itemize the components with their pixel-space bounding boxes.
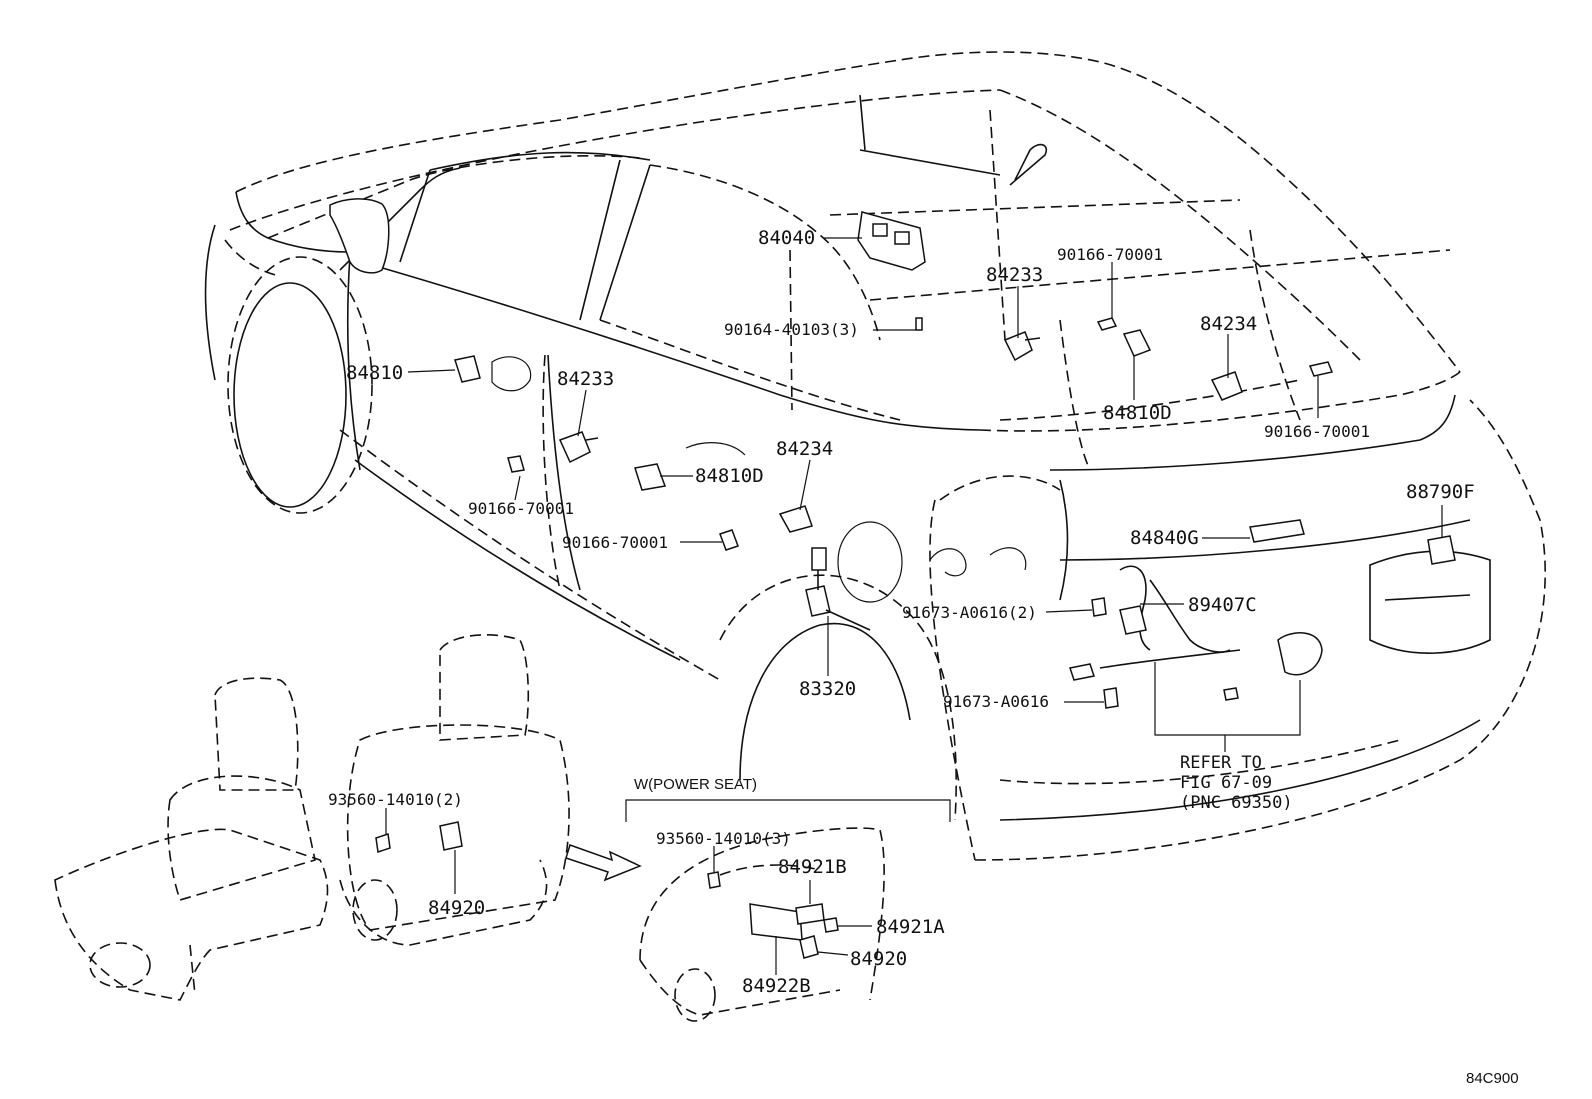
part-label-84922b[interactable]: 84922B xyxy=(742,975,811,997)
part-label-84233-door[interactable]: 84233 xyxy=(557,368,615,390)
leader-lines xyxy=(385,237,1443,975)
part-label-83320[interactable]: 83320 xyxy=(799,678,857,700)
part-label-84234-right[interactable]: 84234 xyxy=(1200,313,1258,335)
power-seat-caption: W(POWER SEAT) xyxy=(634,776,758,793)
car-body xyxy=(204,51,1547,861)
part-label-90166-70001-right[interactable]: 90166-70001 xyxy=(1264,422,1370,441)
refer-note-line-3: (PNC 69350) xyxy=(1180,793,1293,813)
part-label-84810d-right[interactable]: 84810D xyxy=(1103,402,1172,424)
part-label-84234-door[interactable]: 84234 xyxy=(776,438,834,460)
part-label-84921a[interactable]: 84921A xyxy=(876,916,945,938)
part-label-84040[interactable]: 84040 xyxy=(758,227,816,249)
part-label-93560-14010-2[interactable]: 93560-14010(2) xyxy=(328,790,463,809)
part-label-84233-top[interactable]: 84233 xyxy=(986,264,1044,286)
part-label-90164-40103[interactable]: 90164-40103(3) xyxy=(724,320,859,339)
refer-note-line-1: REFER TO xyxy=(1180,753,1262,773)
part-label-84810[interactable]: 84810 xyxy=(346,362,404,384)
part-label-90166-70001-left[interactable]: 90166-70001 xyxy=(468,499,574,518)
part-label-93560-14010-3[interactable]: 93560-14010(3) xyxy=(656,829,791,848)
part-label-84921b[interactable]: 84921B xyxy=(778,856,847,878)
part-label-84920-seat[interactable]: 84920 xyxy=(428,897,486,919)
part-label-91673-a0616-2[interactable]: 91673-A0616(2) xyxy=(902,603,1037,622)
direction-arrow xyxy=(565,844,642,882)
part-label-90166-70001-top[interactable]: 90166-70001 xyxy=(1057,245,1163,264)
part-label-84920-inset[interactable]: 84920 xyxy=(850,948,908,970)
parts xyxy=(375,211,1456,959)
part-label-89407c[interactable]: 89407C xyxy=(1188,594,1257,616)
power-seat-bracket xyxy=(625,799,951,822)
part-label-88790f[interactable]: 88790F xyxy=(1406,481,1475,503)
figure-code: 84C900 xyxy=(1466,1070,1519,1087)
part-label-84810d-door[interactable]: 84810D xyxy=(695,465,764,487)
part-label-91673-a0616[interactable]: 91673-A0616 xyxy=(943,692,1049,711)
refer-note-line-2: FIG 67-09 xyxy=(1180,773,1273,793)
seats xyxy=(54,634,885,1022)
part-label-84840g[interactable]: 84840G xyxy=(1130,527,1199,549)
part-label-90166-70001-mid[interactable]: 90166-70001 xyxy=(562,533,668,552)
